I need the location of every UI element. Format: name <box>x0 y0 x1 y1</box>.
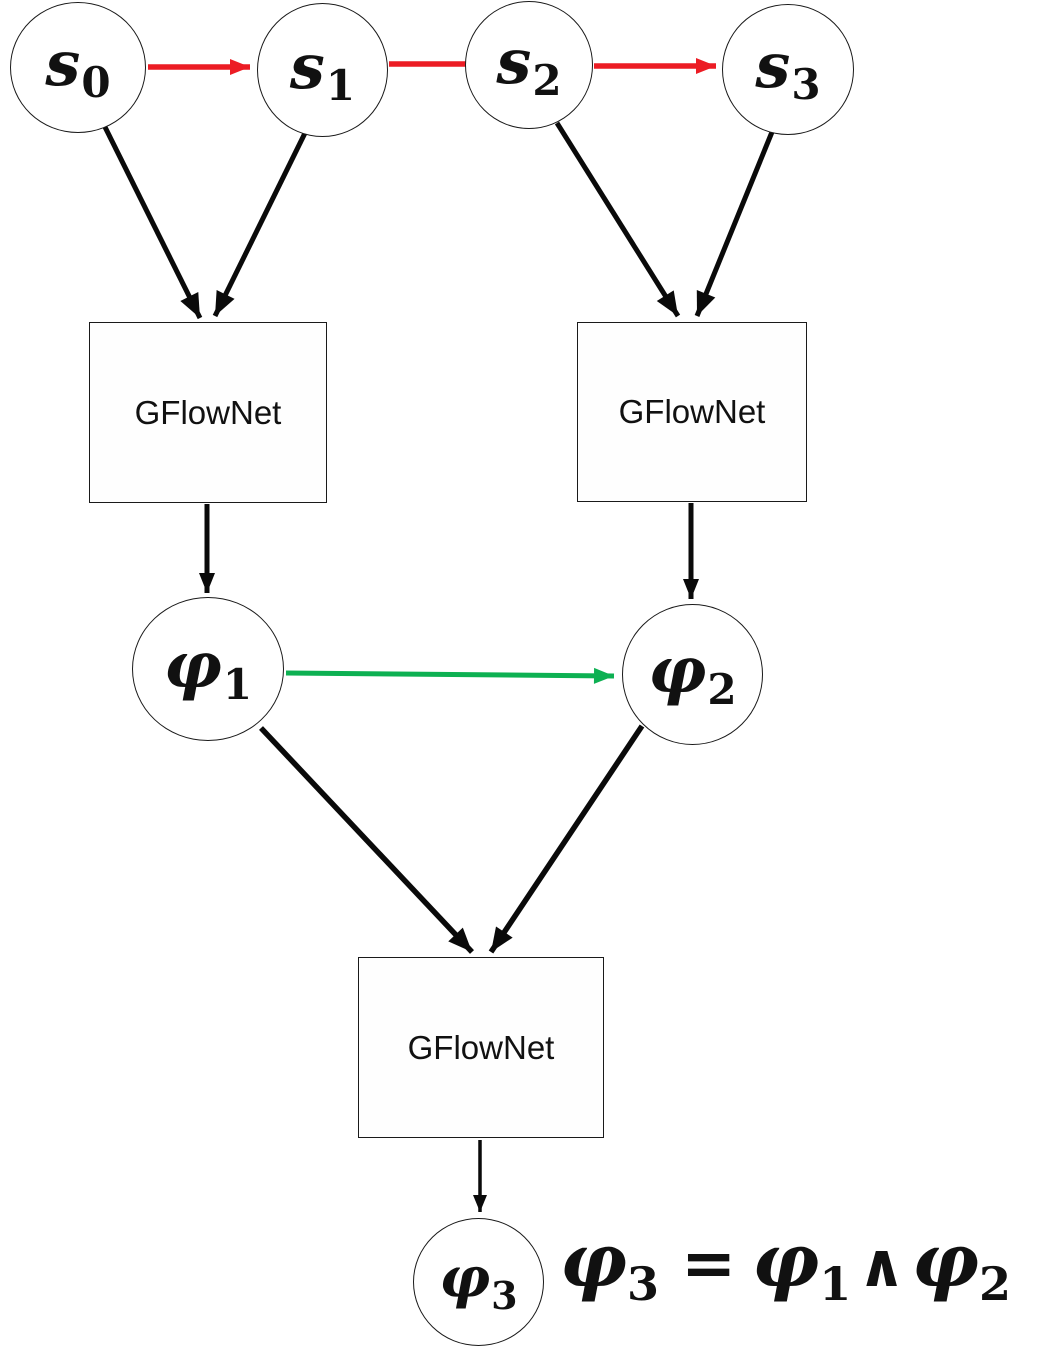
node-s2-label: s <box>496 24 532 98</box>
edge-phi1-gflownet-bottom <box>258 726 475 954</box>
node-phi2-label: φ <box>648 633 707 708</box>
edge-s3-gflownet-right <box>694 131 775 317</box>
formula-operand1: φ <box>752 1218 820 1304</box>
node-s3-label: s <box>755 29 791 102</box>
node-phi2-subscript: 2 <box>707 665 737 714</box>
node-s3-subscript: 3 <box>791 60 821 109</box>
gflownet-box-bottom-label: GFlowNet <box>407 1028 555 1066</box>
node-s1-subscript: 1 <box>325 60 356 110</box>
formula-operand2-subscript: 2 <box>978 1257 1011 1311</box>
gflownet-box-right: GFlowNet <box>577 322 807 502</box>
gflownet-box-left-label: GFlowNet <box>134 393 282 431</box>
formula-lhs-subscript: 3 <box>626 1257 659 1311</box>
formula-operand2: φ <box>912 1218 979 1304</box>
node-phi3-label: φ <box>439 1245 491 1311</box>
node-s0-label: s <box>45 27 81 100</box>
gflownet-box-bottom: GFlowNet <box>358 957 604 1138</box>
gflownet-box-right-label: GFlowNet <box>618 393 766 430</box>
node-phi1-subscript: 1 <box>222 659 253 709</box>
edge-s2-gflownet-right <box>554 121 681 318</box>
formula-lhs: φ <box>560 1218 627 1304</box>
node-phi1-label: φ <box>163 627 222 703</box>
node-s2-subscript: 2 <box>532 55 562 105</box>
node-phi3-subscript: 3 <box>491 1273 518 1318</box>
formula-equals: = <box>680 1224 737 1302</box>
formula-operand1-subscript: 1 <box>819 1257 852 1311</box>
node-s1-label: s <box>289 29 325 103</box>
formula-and-operator: ∧ <box>857 1231 907 1301</box>
edge-phi2-gflownet-bottom <box>488 724 645 954</box>
edge-s0-gflownet-left <box>102 125 203 320</box>
edge-phi1-phi2 <box>285 667 615 684</box>
node-s0-subscript: 0 <box>81 58 111 107</box>
edge-s1-gflownet-left <box>212 129 309 318</box>
gflownet-box-left: GFlowNet <box>89 322 327 503</box>
